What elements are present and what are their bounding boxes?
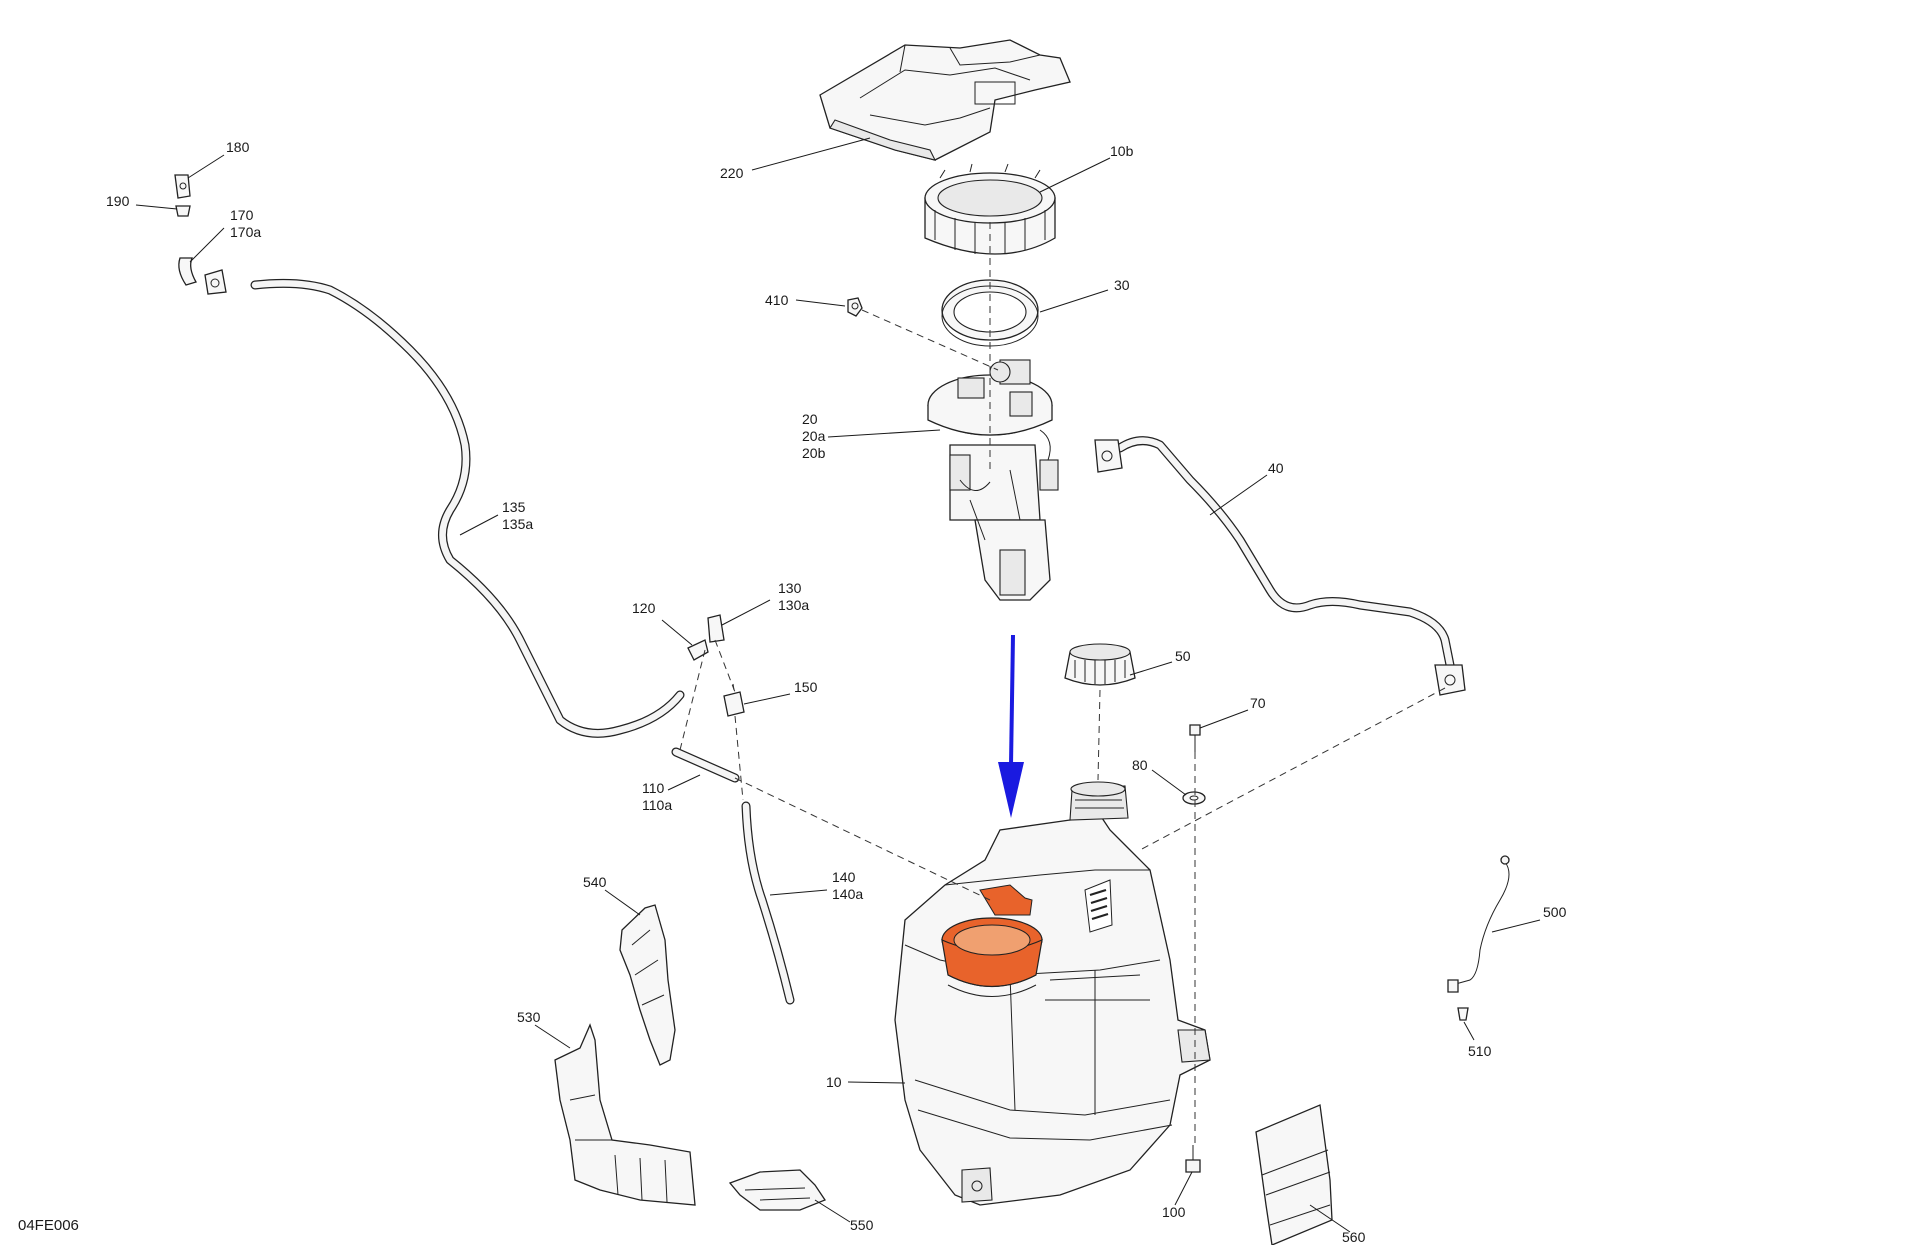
callout-170: 170 — [230, 207, 254, 223]
part-500-sensor-wire — [1447, 855, 1510, 993]
part-180-fitting — [174, 174, 191, 199]
callout-30: 30 — [1114, 277, 1130, 293]
callout-40: 40 — [1268, 460, 1284, 476]
callout-530: 530 — [517, 1009, 541, 1025]
callout-10b: 10b — [1110, 143, 1134, 159]
callout-130a: 130a — [778, 597, 809, 613]
part-170-elbow — [178, 257, 227, 295]
part-540-shield — [619, 904, 676, 1066]
part-510-grommet — [1457, 1007, 1469, 1021]
callout-500: 500 — [1543, 904, 1567, 920]
callout-220: 220 — [720, 165, 744, 181]
assembly-lines — [679, 222, 1446, 1145]
part-80-washer — [1182, 791, 1206, 805]
callout-labels: 220 10b 180 190 170 170a 410 30 20 20a 2… — [106, 139, 1567, 1245]
part-120-clamp — [687, 639, 709, 661]
callout-20b: 20b — [802, 445, 826, 461]
callout-140a: 140a — [832, 886, 863, 902]
callout-140: 140 — [832, 869, 856, 885]
callout-20a: 20a — [802, 428, 826, 444]
part-130-connector — [707, 614, 725, 643]
part-140-hose — [741, 801, 795, 1005]
part-100-bolt — [1185, 1145, 1201, 1173]
callout-120: 120 — [632, 600, 656, 616]
callout-170a: 170a — [230, 224, 261, 240]
callout-150: 150 — [794, 679, 818, 695]
install-arrow — [998, 634, 1024, 818]
part-550-shield — [728, 1169, 826, 1211]
part-70-bolt — [1189, 724, 1201, 752]
callout-510: 510 — [1468, 1043, 1492, 1059]
part-110-hose — [671, 747, 740, 783]
part-20-fuel-pump-module — [927, 359, 1059, 601]
callout-50: 50 — [1175, 648, 1191, 664]
leader-lines — [135, 137, 1541, 1233]
callout-130: 130 — [778, 580, 802, 596]
callout-20: 20 — [802, 411, 818, 427]
callout-110a: 110a — [642, 797, 672, 813]
callout-190: 190 — [106, 193, 130, 209]
callout-540: 540 — [583, 874, 607, 890]
callout-80: 80 — [1132, 757, 1148, 773]
part-220-cover — [819, 39, 1071, 161]
callout-135: 135 — [502, 499, 526, 515]
figure-id: 04FE006 — [18, 1217, 79, 1234]
part-410-clip — [847, 297, 863, 317]
callout-560: 560 — [1342, 1229, 1366, 1245]
part-530-shield — [554, 1023, 696, 1206]
callout-10: 10 — [826, 1074, 842, 1090]
callout-110: 110 — [642, 780, 665, 796]
part-560-shield — [1255, 1104, 1333, 1245]
callout-70: 70 — [1250, 695, 1266, 711]
callout-550: 550 — [850, 1217, 874, 1233]
part-50-filler-cap — [1064, 643, 1136, 686]
part-10-fuel-tank — [894, 781, 1211, 1206]
callout-410: 410 — [765, 292, 789, 308]
callout-180: 180 — [226, 139, 250, 155]
callout-100: 100 — [1162, 1204, 1186, 1220]
part-40-fuel-line — [1094, 436, 1466, 696]
part-190-cap — [175, 205, 191, 217]
part-135-vent-hose — [250, 278, 685, 738]
part-10b-ring-nut — [924, 163, 1056, 255]
callout-135a: 135a — [502, 516, 533, 532]
